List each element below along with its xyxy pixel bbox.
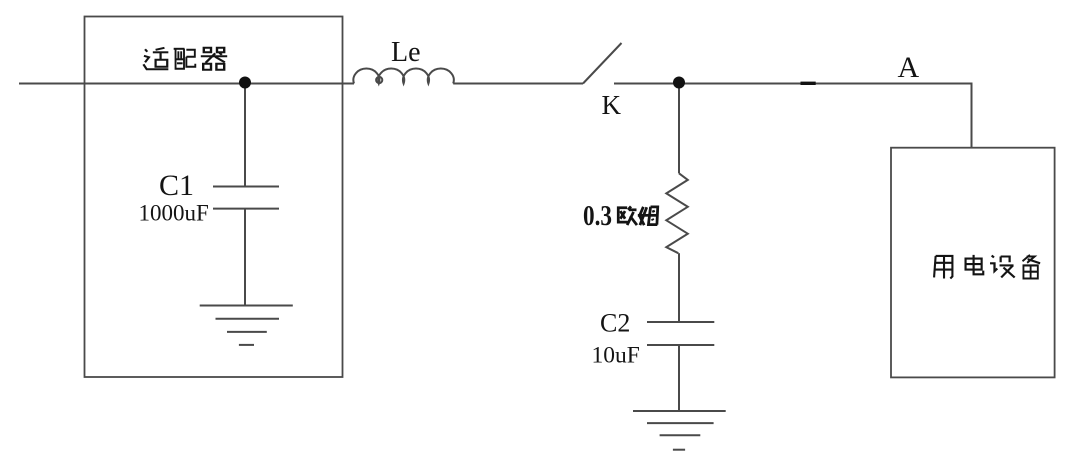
svg-text:10uF: 10uF <box>592 343 640 369</box>
svg-text:C2: C2 <box>600 309 630 338</box>
svg-text:K: K <box>602 90 622 120</box>
svg-text:0.3: 0.3 <box>583 200 612 232</box>
svg-text:Le: Le <box>391 37 421 68</box>
svg-text:1000uF: 1000uF <box>139 201 209 226</box>
svg-text:A: A <box>898 51 920 84</box>
svg-text:C1: C1 <box>159 169 194 202</box>
